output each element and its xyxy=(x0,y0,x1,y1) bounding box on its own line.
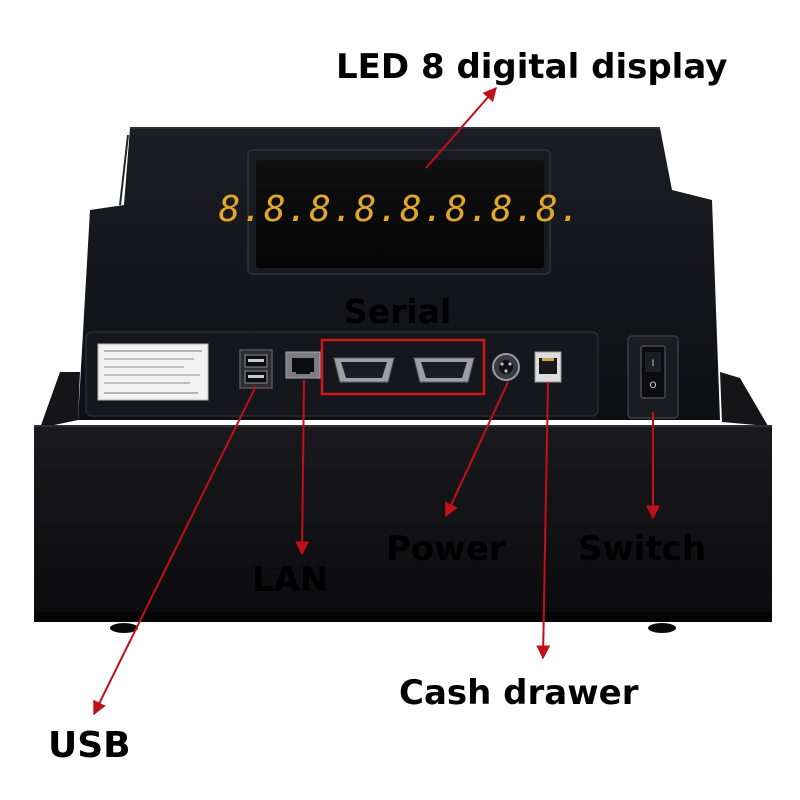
serial-port-1 xyxy=(333,357,395,383)
led-digits: 8.8.8.8.8.8.8.8. xyxy=(219,189,582,230)
spec-sticker xyxy=(97,343,209,401)
foot-left xyxy=(110,623,138,633)
svg-text:O: O xyxy=(649,381,656,391)
right-ledge xyxy=(720,372,768,426)
cash-drawer-port xyxy=(534,351,562,383)
arrow-power xyxy=(444,381,509,518)
arrow-cash-drawer xyxy=(536,381,551,660)
power-jack xyxy=(492,353,520,381)
label-led-display: LED 8 digital display xyxy=(336,47,728,87)
left-ledge xyxy=(40,372,80,428)
arrow-led xyxy=(425,86,497,169)
label-switch: Switch xyxy=(578,529,707,569)
register-base xyxy=(34,425,772,622)
serial-highlight-box xyxy=(320,338,486,396)
svg-text:I: I xyxy=(652,359,655,369)
lan-port xyxy=(285,351,321,379)
foot-right xyxy=(648,623,676,633)
arrow-lan xyxy=(295,379,310,556)
label-lan: LAN xyxy=(252,560,329,600)
serial-port-2 xyxy=(413,357,475,383)
label-power: Power xyxy=(386,529,506,569)
callout-arrows xyxy=(93,86,660,716)
usb-port-stack xyxy=(239,349,273,389)
label-usb: USB xyxy=(48,725,131,766)
arrow-usb xyxy=(93,385,257,716)
label-cash-drawer: Cash drawer xyxy=(399,673,639,713)
led-display-housing xyxy=(247,149,551,275)
label-serial: Serial xyxy=(344,292,452,331)
power-switch: I O xyxy=(627,335,679,419)
